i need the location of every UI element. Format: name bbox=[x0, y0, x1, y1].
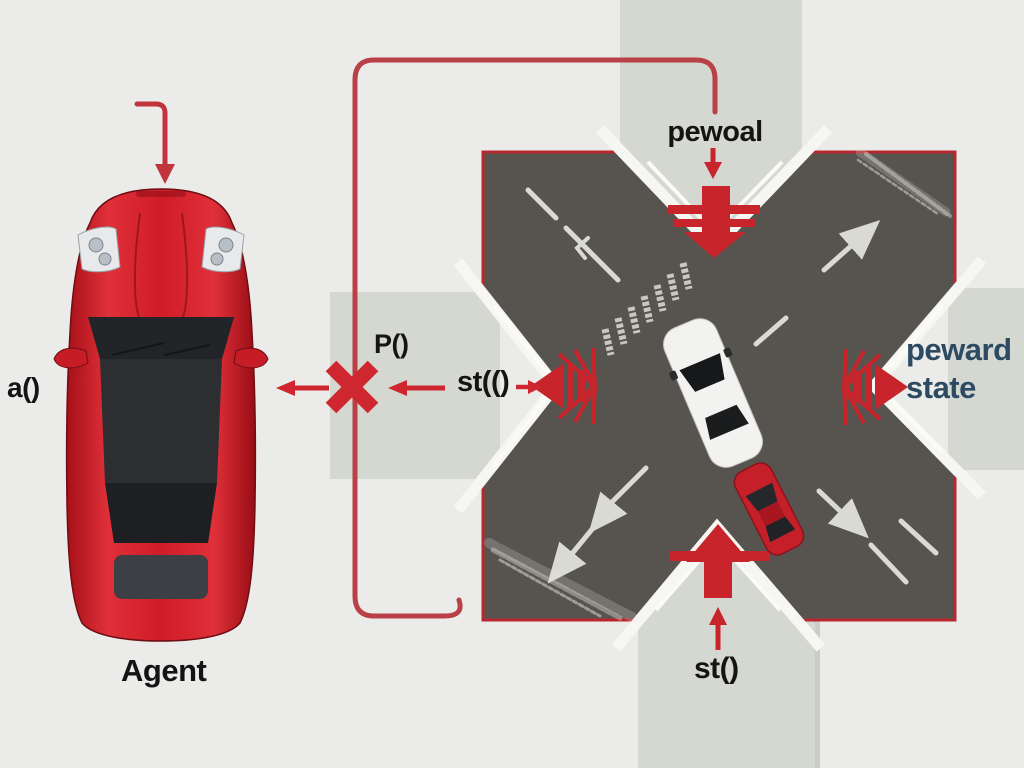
wiper bbox=[111, 342, 165, 356]
reward-top-label: pewoal bbox=[667, 116, 763, 148]
npc-red-car bbox=[733, 462, 805, 556]
white-car bbox=[663, 318, 763, 468]
action-label: a() bbox=[7, 372, 40, 403]
arrow-x-to-agent-icon bbox=[276, 380, 329, 396]
mirror-left-icon bbox=[53, 347, 89, 369]
mirror-right-icon bbox=[233, 347, 269, 369]
reward-state-line2: state bbox=[906, 369, 976, 405]
arrow-reward-down-icon bbox=[704, 148, 722, 179]
crosswalk bbox=[601, 262, 693, 356]
arrow-state-to-x-icon bbox=[388, 380, 445, 396]
headlight-right-icon bbox=[201, 226, 245, 273]
policy-label: P() bbox=[374, 329, 409, 359]
agent-car bbox=[53, 188, 269, 642]
arrow-state-up-icon bbox=[709, 607, 727, 650]
windshield bbox=[88, 317, 234, 359]
reward-state-line1: peward bbox=[906, 332, 1012, 367]
reward-state-label: peward state bbox=[906, 331, 1012, 407]
lane-markings bbox=[525, 187, 939, 585]
red-arrows bbox=[134, 101, 727, 650]
rear-window bbox=[105, 483, 217, 543]
roof-glass bbox=[100, 359, 222, 483]
agent-label: Agent bbox=[121, 653, 207, 688]
state-bottom-label: st() bbox=[694, 652, 739, 685]
headlight-left-icon bbox=[77, 226, 121, 273]
road-band-bottom-edge bbox=[815, 600, 820, 768]
block-arrow-down-icon bbox=[668, 186, 760, 258]
block-arrow-up-icon bbox=[670, 524, 770, 598]
trunk-panel bbox=[114, 555, 208, 599]
arrow-to-agent-top-icon bbox=[134, 101, 175, 184]
feedback-loop-icon bbox=[352, 57, 718, 619]
road-band-right bbox=[948, 288, 1024, 470]
intersection bbox=[453, 125, 987, 652]
arrow-state-right-icon bbox=[516, 380, 542, 394]
wiper bbox=[163, 344, 211, 356]
state-left-label: st(() bbox=[457, 366, 510, 398]
car-grille bbox=[136, 191, 186, 197]
red-border bbox=[481, 150, 957, 622]
x-mark-icon bbox=[325, 360, 379, 414]
